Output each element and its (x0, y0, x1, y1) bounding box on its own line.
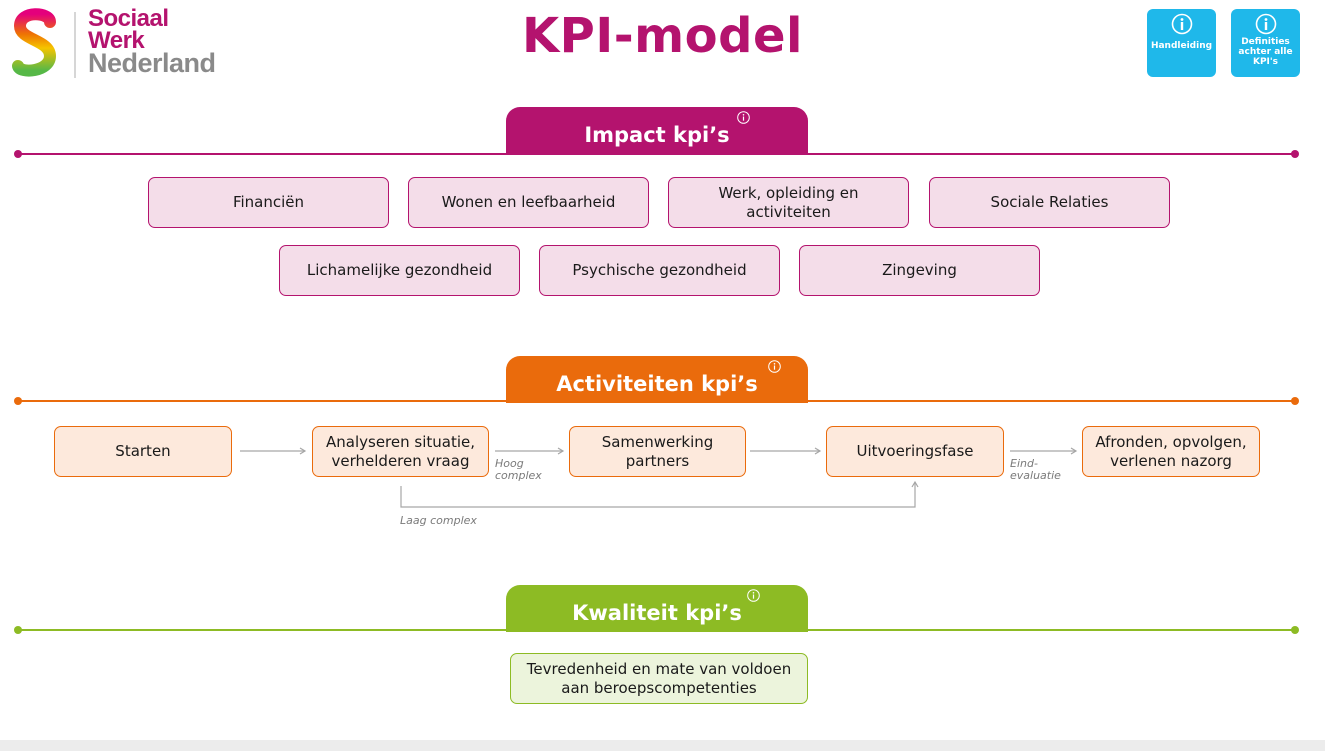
label-low-complex: Laag complex (400, 514, 477, 527)
activity-step-execution[interactable]: Uitvoeringsfase (826, 426, 1004, 477)
manual-label: Handleiding (1150, 41, 1213, 51)
quality-line-dot-right (1291, 626, 1299, 634)
label-final-evaluation: Eind-evaluatie (1010, 457, 1061, 482)
logo-divider (74, 12, 76, 78)
flow-arrowhead-4 (1070, 447, 1078, 455)
logo-s-mark (12, 8, 57, 77)
flow-arrowhead-1 (299, 447, 307, 455)
info-icon[interactable] (768, 360, 781, 373)
activity-step-start[interactable]: Starten (54, 426, 232, 477)
flow-arrowhead-2 (557, 447, 565, 455)
manual-button[interactable]: Handleiding (1147, 9, 1216, 77)
impact-kpi-finances[interactable]: Financiën (148, 177, 389, 228)
activity-step-partners[interactable]: Samenwerking partners (569, 426, 746, 477)
impact-section-title: Impact kpi’s (584, 123, 730, 147)
activity-step-finish[interactable]: Afronden, opvolgen, verlenen nazorg (1082, 426, 1260, 477)
definitions-button[interactable]: Definities achter alle KPI's (1231, 9, 1300, 77)
logo-line-2: Werk (88, 27, 145, 54)
activities-line-dot-left (14, 397, 22, 405)
info-icon (1171, 13, 1192, 35)
info-icon (1255, 13, 1276, 35)
impact-section-tab[interactable]: Impact kpi’s (506, 107, 808, 154)
impact-kpi-work[interactable]: Werk, opleiding en activiteiten (668, 177, 909, 228)
quality-divider-line (17, 629, 1295, 631)
label-high-complex: Hoog complex (495, 457, 542, 482)
impact-kpi-social-relations[interactable]: Sociale Relaties (929, 177, 1170, 228)
quality-line-dot-left (14, 626, 22, 634)
activities-section-tab[interactable]: Activiteiten kpi’s (506, 356, 808, 403)
activities-section-title: Activiteiten kpi’s (556, 372, 758, 396)
logo-line-3: Nederland (88, 48, 216, 78)
page-title: KPI-model (521, 8, 803, 64)
quality-kpi-satisfaction[interactable]: Tevredenheid en mate van voldoen aan ber… (510, 653, 808, 704)
logo: Sociaal Werk Nederland (10, 4, 220, 82)
impact-line-dot-left (14, 150, 22, 158)
activities-divider-line (17, 400, 1295, 402)
footer-bar (0, 740, 1325, 751)
flow-bypass-arrow (400, 482, 916, 508)
activity-step-analyse[interactable]: Analyseren situatie, verhelderen vraag (312, 426, 489, 477)
flow-arrowhead-3 (814, 447, 822, 455)
impact-divider-line (17, 153, 1295, 155)
quality-section-title: Kwaliteit kpi’s (572, 601, 742, 625)
impact-kpi-meaning[interactable]: Zingeving (799, 245, 1040, 296)
logo-wordmark: Sociaal Werk Nederland (88, 5, 216, 78)
impact-kpi-physical-health[interactable]: Lichamelijke gezondheid (279, 245, 520, 296)
info-icon[interactable] (747, 589, 760, 602)
impact-line-dot-right (1291, 150, 1299, 158)
activities-line-dot-right (1291, 397, 1299, 405)
info-icon[interactable] (737, 111, 750, 124)
quality-section-tab[interactable]: Kwaliteit kpi’s (506, 585, 808, 632)
impact-kpi-mental-health[interactable]: Psychische gezondheid (539, 245, 780, 296)
definitions-label: Definities achter alle KPI's (1238, 37, 1293, 67)
impact-kpi-housing[interactable]: Wonen en leefbaarheid (408, 177, 649, 228)
logo-line-1: Sociaal (88, 5, 169, 32)
flow-arrowhead-bypass (911, 480, 919, 488)
